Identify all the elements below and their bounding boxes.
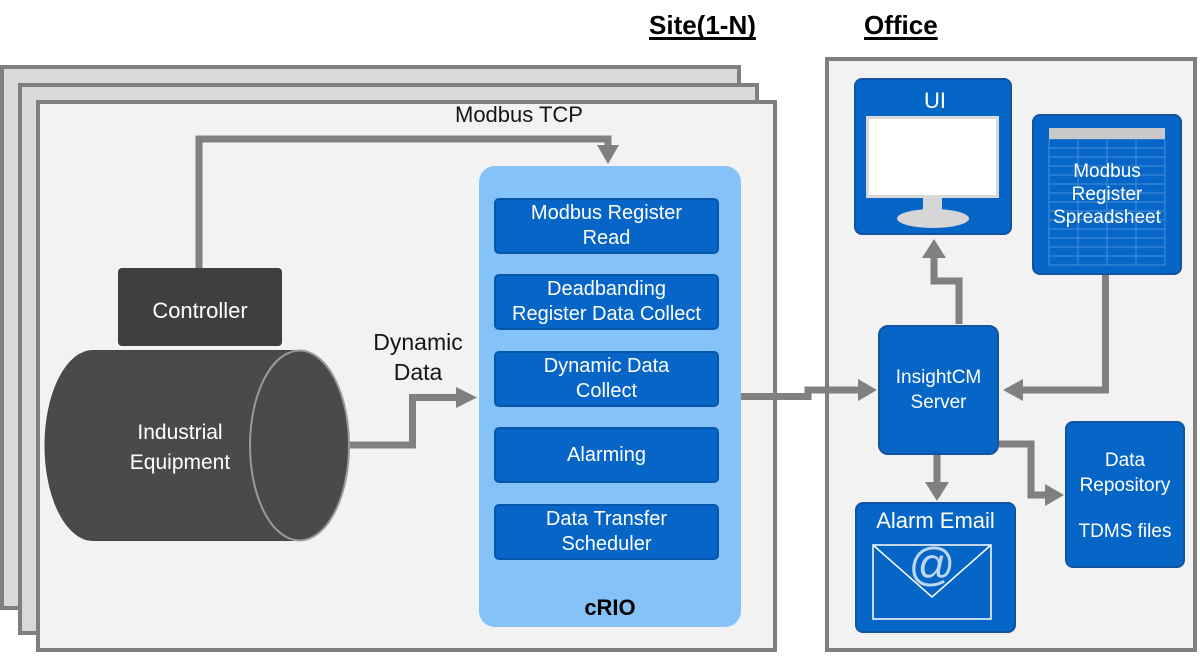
svg-text:@: @ [909, 538, 956, 590]
